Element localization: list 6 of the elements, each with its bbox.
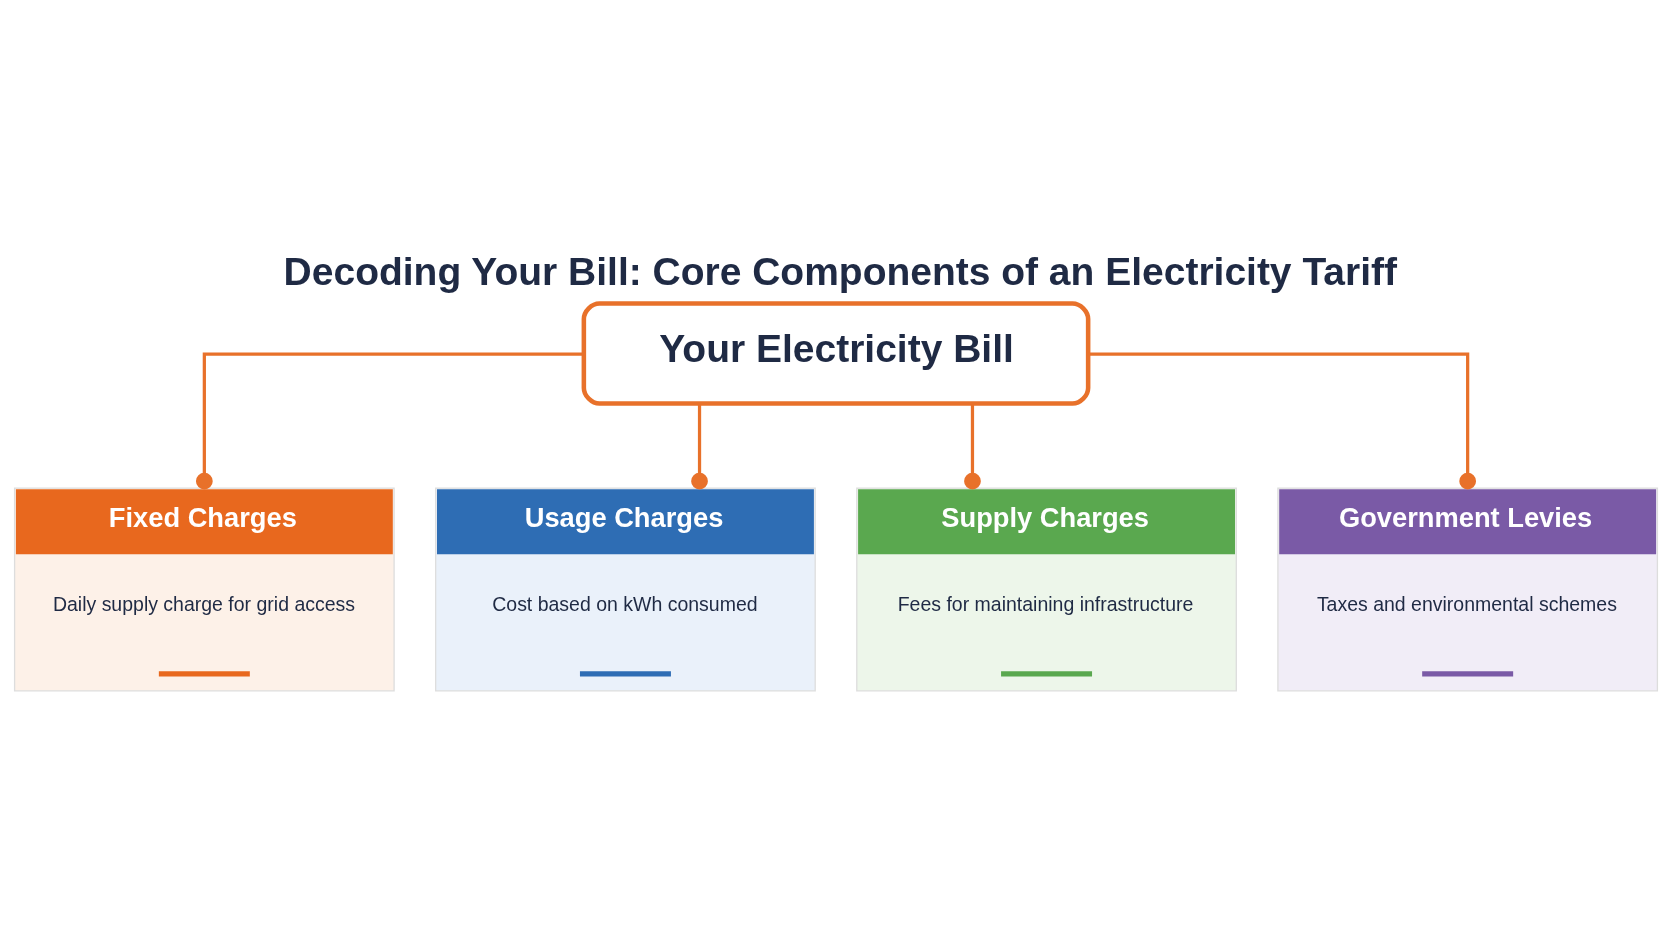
node-box: Your Electricity Bill [581, 301, 1091, 406]
connector [691, 404, 708, 490]
connector [195, 352, 584, 490]
connector [964, 404, 981, 490]
diagram-title: Decoding Your Bill: Core Components of an Electricity Tariff [283, 250, 1397, 294]
connector [1088, 352, 1477, 490]
